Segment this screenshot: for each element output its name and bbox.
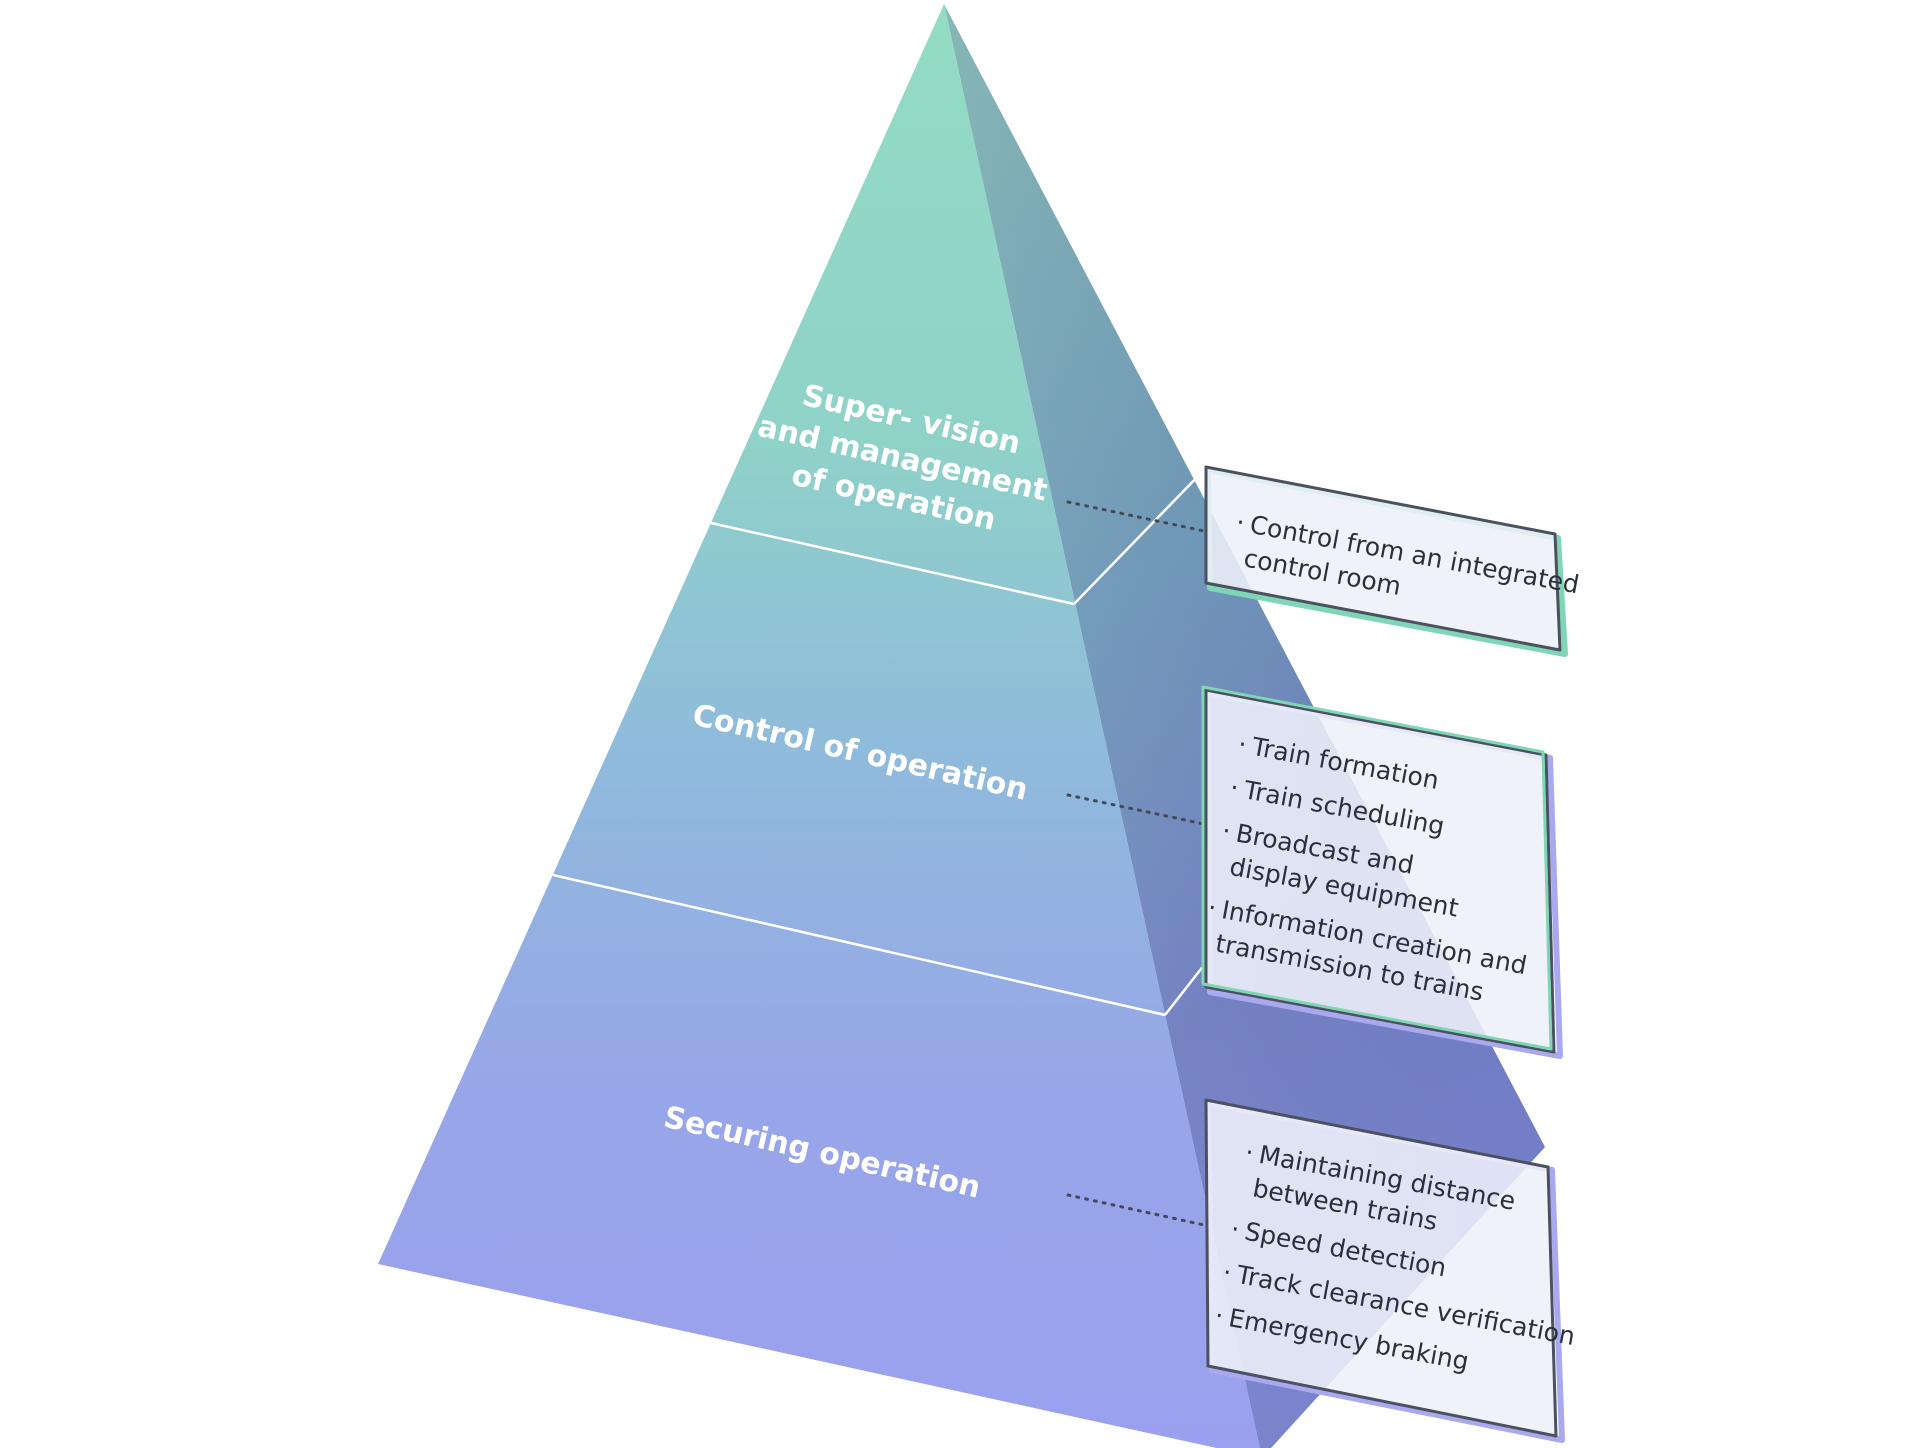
- pyramid-front-face: [378, 4, 1260, 1448]
- tier-divider-top: [710, 521, 1075, 606]
- tier-divider-top-side: [1073, 469, 1205, 605]
- tier-divider-middle-side: [1164, 959, 1209, 1016]
- connector-middle: [1066, 793, 1206, 826]
- connector-bottom: [1066, 1193, 1206, 1227]
- info-card-bottom: · Maintaining distance between trains · …: [1204, 1098, 1577, 1443]
- tier-divider-middle: [552, 873, 1166, 1017]
- info-card-top: · Control from an integrated control roo…: [1204, 465, 1581, 657]
- connector-top: [1066, 500, 1206, 533]
- info-card-middle: · Train formation · Train scheduling · B…: [1201, 685, 1563, 1059]
